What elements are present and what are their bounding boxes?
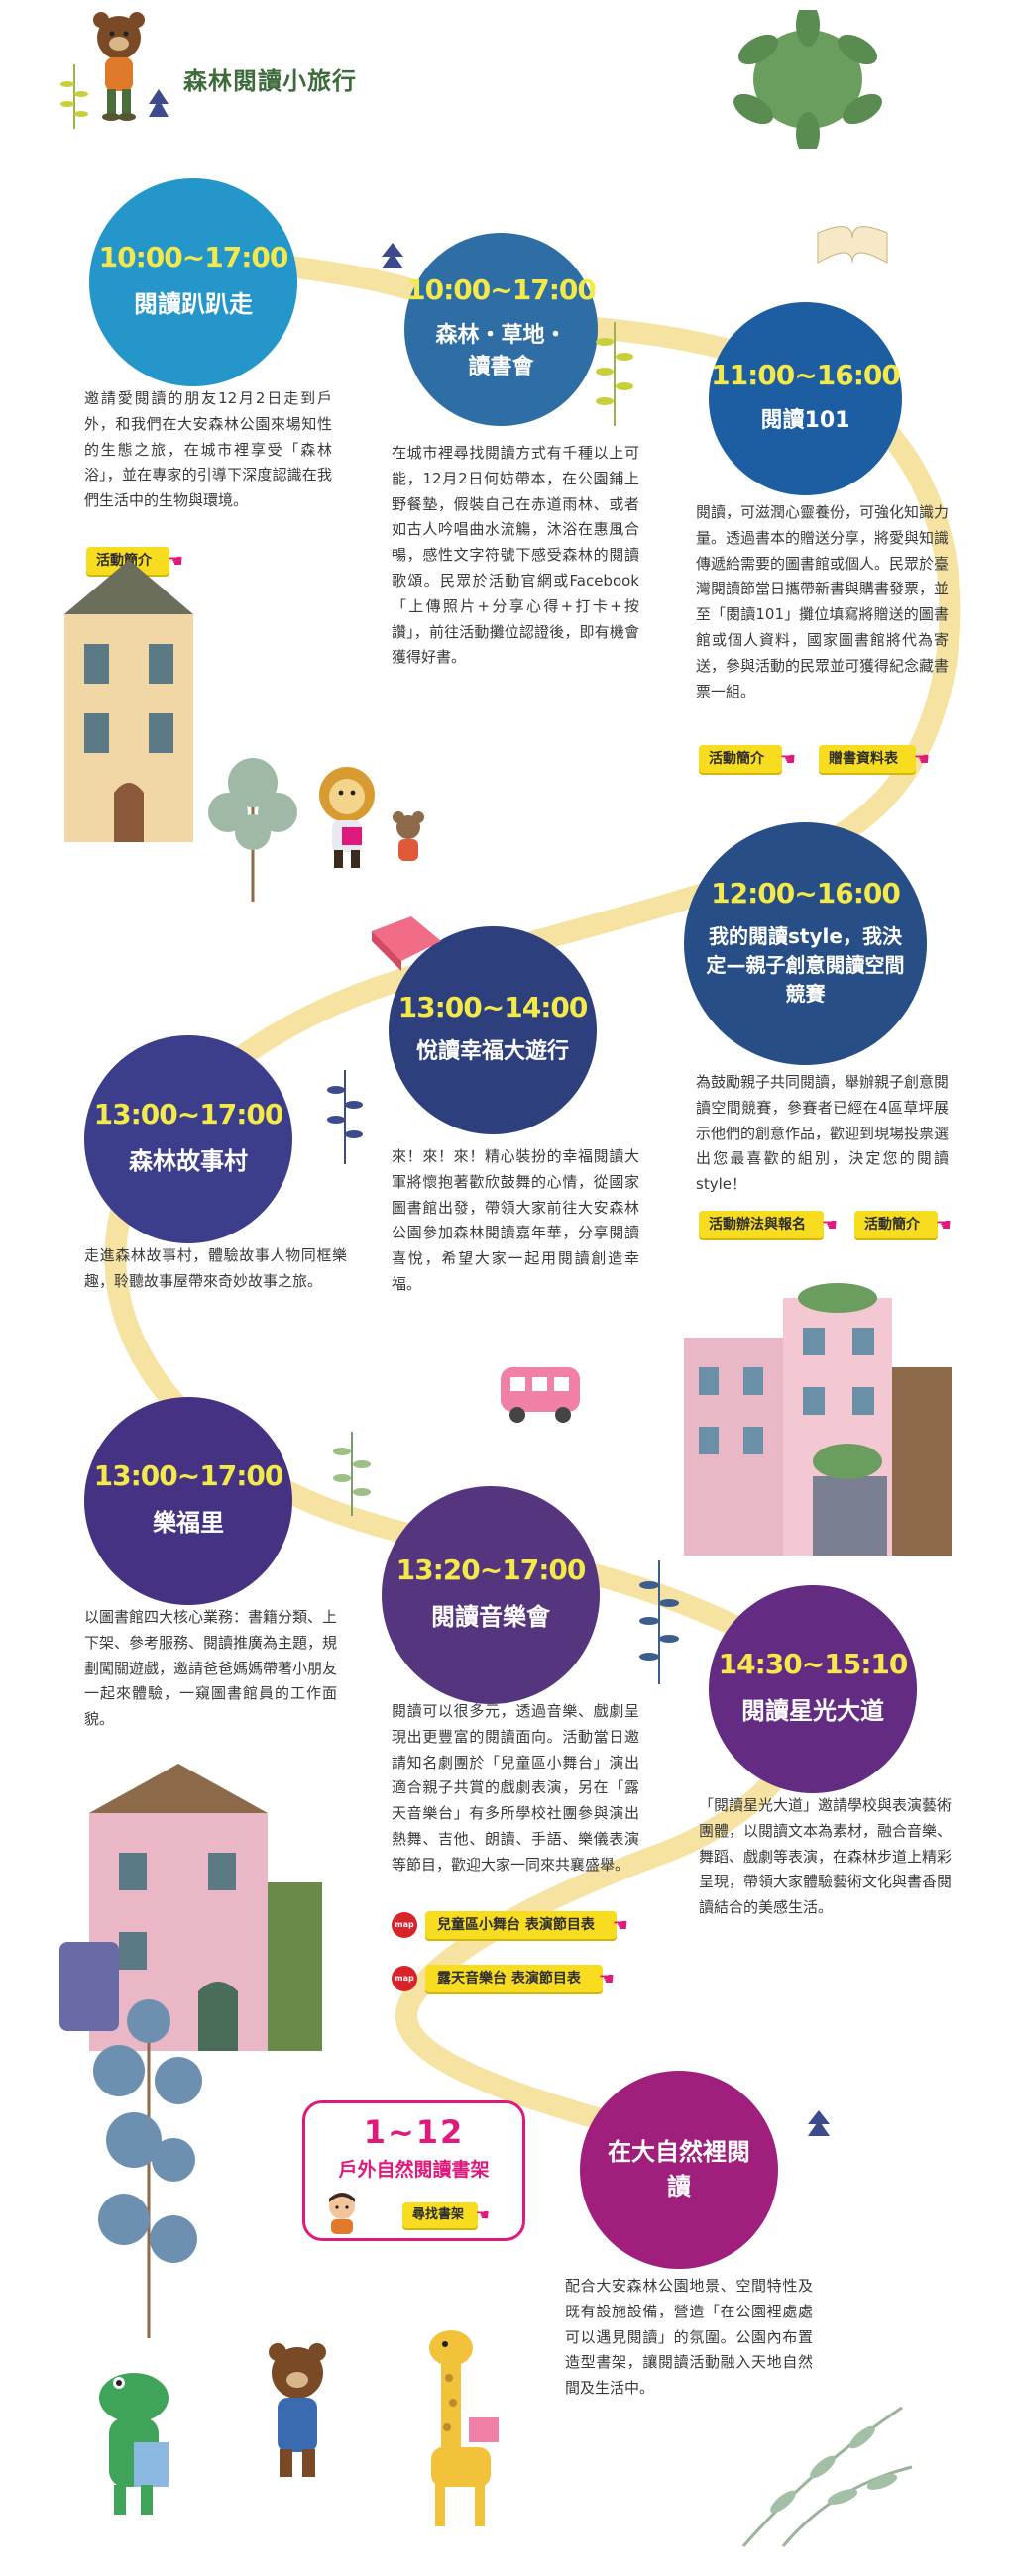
button-label: 活動辦法與報名 bbox=[709, 1217, 806, 1233]
blue-sprig-icon bbox=[327, 1070, 363, 1164]
pointer-hand-icon: ☚ bbox=[167, 551, 183, 572]
event-circle-1: 10:00~17:00 閱讀趴趴走 bbox=[89, 178, 297, 386]
event-circle-6: 13:00~17:00 森林故事村 bbox=[84, 1035, 292, 1243]
pointer-hand-icon: ☚ bbox=[779, 749, 796, 770]
pointer-hand-icon: ☚ bbox=[612, 1915, 628, 1936]
event-time: 13:20~17:00 bbox=[395, 1554, 587, 1587]
event-4-signup-button[interactable]: 活動辦法與報名 ☚ bbox=[699, 1211, 838, 1238]
leaf-sprig-icon bbox=[333, 1432, 371, 1516]
page-title: 森林閱讀小旅行 bbox=[183, 67, 357, 95]
button-label: 贈書資料表 bbox=[829, 751, 898, 767]
small-pine-icon bbox=[149, 89, 169, 117]
leaf-sprig-icon bbox=[596, 322, 633, 426]
event-name: 樂福里 bbox=[153, 1509, 224, 1537]
child-avatar-icon bbox=[329, 2193, 355, 2234]
event-description-7: 以圖書館四大核心業務：書籍分類、上下架、參考服務、閱讀推廣為主題，規劃闖關遊戲，… bbox=[84, 1608, 338, 1729]
yellow-house-icon bbox=[64, 560, 193, 842]
event-name: 我的閱讀style，我決定—親子創意閱讀空間競賽 bbox=[706, 924, 905, 1007]
button-label: 尋找書架 bbox=[412, 2207, 465, 2222]
leaf-bush-icon bbox=[733, 10, 882, 149]
event-circle-10: 在大自然裡閱讀 bbox=[580, 2071, 778, 2269]
event-description-4: 為鼓勵親子共同閱讀，舉辦親子創意閱讀空間競賽，參賽者已經在4區草坪展示他們的創意… bbox=[696, 1073, 950, 1194]
find-bookshelf-button[interactable]: 尋找書架 ☚ bbox=[402, 2202, 490, 2228]
event-time: 11:00~16:00 bbox=[711, 359, 901, 392]
pointer-hand-icon: ☚ bbox=[821, 1215, 838, 1235]
event-description-5: 來！來！來！精心裝扮的幸福閱讀大軍將懷抱著歡欣鼓舞的心情，從國家圖書館出發，帶領… bbox=[392, 1147, 639, 1293]
tall-tree-icon bbox=[93, 1999, 202, 2338]
event-time: 13:00~17:00 bbox=[93, 1098, 284, 1131]
event-time: 12:00~16:00 bbox=[711, 876, 901, 910]
small-plant-icon bbox=[60, 64, 88, 129]
giraffe-mascot-icon bbox=[429, 2330, 499, 2526]
pink-house-icon bbox=[59, 1764, 322, 2051]
event-name: 閱讀101 bbox=[760, 407, 850, 433]
children-stage-schedule-button[interactable]: map 兒童區小舞台 表演節目表 ☚ bbox=[392, 1910, 628, 1940]
button-label: 活動簡介 bbox=[864, 1217, 920, 1233]
pink-bus-icon bbox=[501, 1367, 580, 1423]
bear-reader-icon bbox=[269, 2343, 326, 2477]
pointer-hand-icon: ☚ bbox=[913, 749, 930, 770]
event-name: 森林故事村 bbox=[129, 1147, 248, 1175]
event-circle-3: 11:00~16:00 閱讀101 bbox=[709, 302, 902, 495]
pointer-hand-icon: ☚ bbox=[598, 1969, 615, 1989]
event-description-3: 閱讀，可滋潤心靈養份，可強化知識力量。透過書本的贈送分享，將愛與知識傳遞給需要的… bbox=[696, 503, 950, 700]
pink-book-icon bbox=[372, 916, 441, 971]
event-4-intro-button[interactable]: 活動簡介 ☚ bbox=[854, 1211, 952, 1238]
pink-building-icon bbox=[684, 1283, 952, 1556]
event-3-intro-button[interactable]: 活動簡介 ☚ bbox=[699, 745, 796, 773]
page-header: 森林閱讀小旅行 bbox=[59, 10, 456, 129]
event-circle-7: 13:00~17:00 樂福里 bbox=[84, 1397, 292, 1605]
event-description-6: 走進森林故事村，體驗故事人物同框樂趣，聆聽故事屋帶來奇妙故事之旅。 bbox=[84, 1246, 347, 1290]
mouse-mascot-icon bbox=[393, 811, 424, 861]
event-3-donation-form-button[interactable]: 贈書資料表 ☚ bbox=[819, 745, 930, 773]
event-name: 閱讀趴趴走 bbox=[134, 290, 253, 318]
small-pine-icon bbox=[808, 2110, 830, 2136]
button-label: 露天音樂台 表演節目表 bbox=[437, 1971, 581, 1986]
event-circle-2: 10:00~17:00 森林・草地・讀書會 bbox=[404, 233, 598, 426]
button-label: 活動簡介 bbox=[709, 751, 764, 767]
fern-icon bbox=[741, 2406, 913, 2547]
bookshelf-number: 1~12 bbox=[363, 2113, 465, 2151]
event-name: 在大自然裡閱讀 bbox=[608, 2138, 750, 2200]
event-description-8: 閱讀可以很多元，透過音樂、戲劇呈現出更豐富的閱讀面向。活動當日邀請知名劇團於「兒… bbox=[392, 1702, 639, 1874]
event-time: 13:00~14:00 bbox=[397, 990, 589, 1023]
event-circle-8: 13:20~17:00 閱讀音樂會 bbox=[382, 1486, 600, 1704]
event-name: 悅讀幸福大遊行 bbox=[415, 1039, 569, 1065]
event-circle-5: 13:00~14:00 悅讀幸福大遊行 bbox=[389, 926, 597, 1134]
event-description-1: 邀請愛閱讀的朋友12月2日走到戶外，和我們在大安森林公園來場知性的生態之旅，在城… bbox=[84, 389, 332, 510]
event-circle-4: 12:00~16:00 我的閱讀style，我決定—親子創意閱讀空間競賽 bbox=[684, 822, 927, 1065]
event-time: 10:00~17:00 bbox=[98, 241, 289, 274]
blue-sprig-icon bbox=[639, 1560, 679, 1684]
pointer-hand-icon: ☚ bbox=[475, 2205, 491, 2224]
event-description-10: 配合大安森林公園地景、空間特性及既有設施設備，營造「在公園裡處處可以遇見閱讀」的… bbox=[565, 2277, 813, 2398]
map-pin-icon: map bbox=[392, 1912, 417, 1938]
event-description-9: 「閱讀星光大道」邀請學校與表演藝術團體，以閱讀文本為素材，融合音樂、舞蹈、戲劇等… bbox=[699, 1796, 953, 1917]
small-pine-icon bbox=[382, 243, 403, 268]
open-book-icon bbox=[817, 226, 888, 264]
event-time: 13:00~17:00 bbox=[93, 1459, 284, 1493]
button-label: 兒童區小舞台 表演節目表 bbox=[437, 1917, 595, 1933]
button-label: 活動簡介 bbox=[96, 553, 152, 569]
bear-mascot-icon bbox=[93, 12, 145, 121]
event-name: 森林・草地・讀書會 bbox=[435, 323, 567, 379]
event-circle-9: 14:30~15:10 閱讀星光大道 bbox=[709, 1585, 917, 1793]
event-time: 10:00~17:00 bbox=[406, 273, 597, 307]
open-air-stage-schedule-button[interactable]: map 露天音樂台 表演節目表 ☚ bbox=[392, 1964, 615, 1993]
event-description-2: 在城市裡尋找閱讀方式有千種以上可能，12月2日何妨帶本，在公園鋪上野餐墊，假裝自… bbox=[392, 444, 639, 667]
map-pin-icon: map bbox=[392, 1966, 417, 1991]
event-name: 閱讀星光大道 bbox=[741, 1697, 884, 1725]
crocodile-mascot-icon bbox=[99, 2373, 169, 2515]
event-time: 14:30~15:10 bbox=[718, 1648, 909, 1681]
bookshelf-callout: 1~12 戶外自然閱讀書架 尋找書架 ☚ bbox=[302, 2100, 525, 2241]
bookshelf-title: 戶外自然閱讀書架 bbox=[338, 2159, 490, 2181]
lion-mascot-icon bbox=[319, 767, 375, 868]
pointer-hand-icon: ☚ bbox=[935, 1215, 952, 1235]
event-name: 閱讀音樂會 bbox=[431, 1603, 550, 1631]
tree-icon bbox=[208, 758, 297, 902]
